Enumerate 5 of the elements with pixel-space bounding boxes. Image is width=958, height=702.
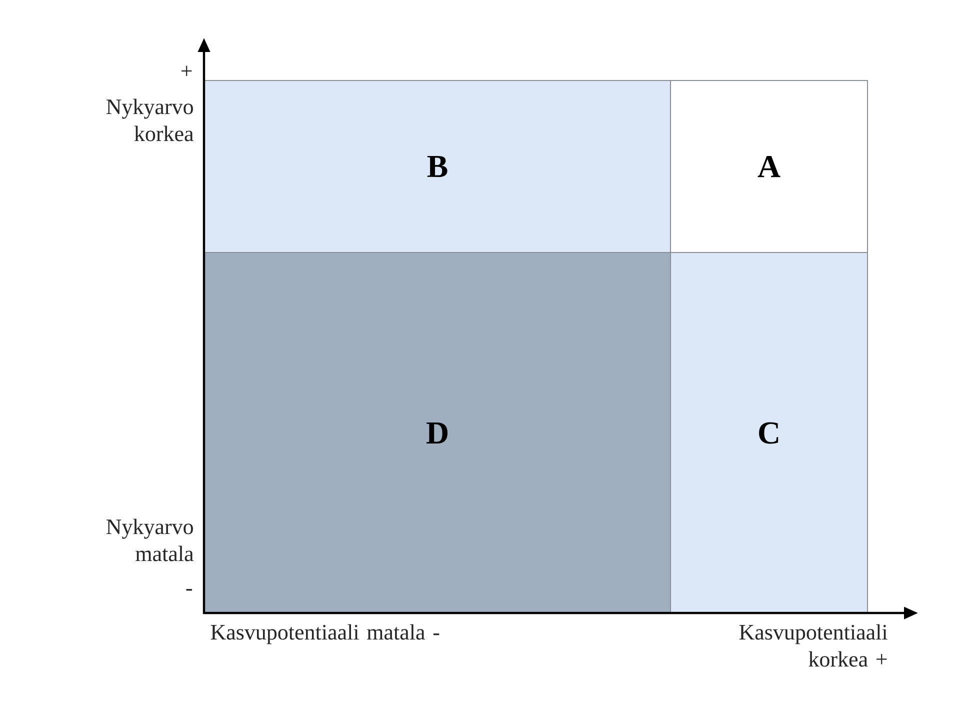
axis-label: +	[182, 66, 192, 76]
quadrant-box: A	[670, 80, 868, 253]
quadrant-box: D	[204, 252, 671, 614]
quadrant-box: B	[204, 80, 671, 253]
quadrant-box: C	[670, 252, 868, 614]
